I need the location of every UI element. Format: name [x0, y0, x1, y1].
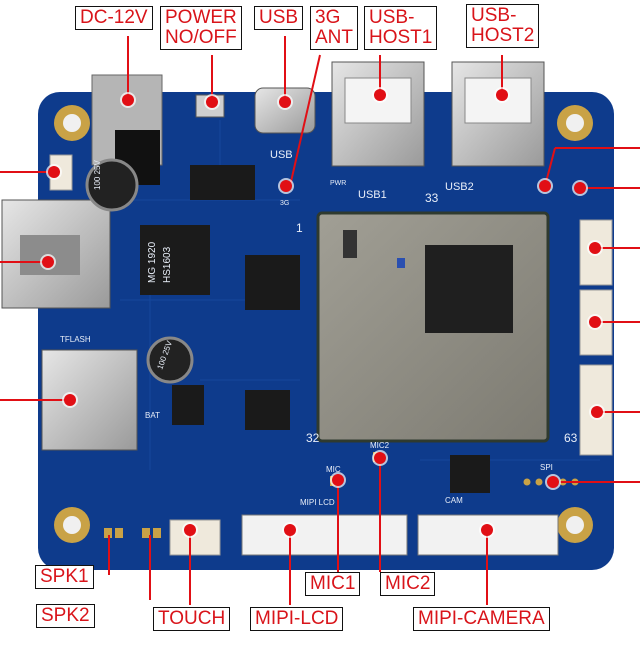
- marker-ethernet: [42, 256, 54, 268]
- label-touch: TOUCH: [153, 607, 231, 631]
- silk-pin33: 33: [425, 191, 439, 205]
- marker-right-connector-1: [589, 242, 601, 254]
- label-mic2: MIC2: [380, 572, 436, 596]
- transformer-label: HS1603: [162, 246, 173, 283]
- marker-right-connector-2: [589, 316, 601, 328]
- marker-left-connector: [48, 166, 60, 178]
- label-mipi-camera: MIPI-CAMERA: [413, 607, 550, 631]
- marker-dc-jack: [122, 94, 134, 106]
- silk-spi: SPI: [540, 463, 553, 472]
- silk-3g: 3G: [280, 200, 289, 207]
- marker-usb-host1: [374, 89, 386, 101]
- marker-right-2: [574, 182, 586, 194]
- marker-right-1: [539, 180, 551, 192]
- silk-pin63: 63: [564, 431, 578, 445]
- silk-cam: CAM: [445, 496, 463, 505]
- label-spk2: SPK2: [36, 604, 95, 628]
- mipi-lcd-connector: [241, 514, 408, 556]
- marker-mipi-lcd: [284, 524, 296, 536]
- marker-mic1: [332, 474, 344, 486]
- label-mic1: MIC1: [305, 572, 361, 596]
- label-usb-host1: USB- HOST1: [364, 6, 438, 50]
- marker-tf-card: [64, 394, 76, 406]
- silk-usb1: USB1: [358, 189, 387, 201]
- mounting-holes: [54, 105, 593, 543]
- silk-mipi-lcd: MIPI LCD: [300, 498, 335, 507]
- silk-pin32: 32: [306, 431, 320, 445]
- label-dc-12v: DC-12V: [75, 6, 153, 30]
- marker-power-switch: [206, 96, 218, 108]
- label-spk1: SPK1: [35, 565, 94, 589]
- label-mipi-lcd: MIPI-LCD: [250, 607, 344, 631]
- marker-3g-ant: [280, 180, 292, 192]
- marker-right-connector-3: [591, 406, 603, 418]
- marker-usb-c: [279, 96, 291, 108]
- label-power-on-off: POWER NO/OFF: [160, 6, 242, 50]
- right-connectors: [579, 219, 613, 456]
- marker-mic2: [374, 452, 386, 464]
- marker-usb-host2: [496, 89, 508, 101]
- silk-usb: USB: [270, 149, 293, 161]
- silk-pin1: 1: [296, 221, 303, 235]
- marker-spi: [547, 476, 559, 488]
- silk-mic: MIC: [326, 465, 341, 474]
- silk-bat: BAT: [145, 411, 160, 420]
- capacitor: [85, 158, 139, 212]
- label-3g-ant: 3G ANT: [310, 6, 358, 50]
- label-usb: USB: [254, 6, 304, 30]
- transformer: [140, 225, 210, 295]
- silk-mic2: MIC2: [370, 441, 390, 450]
- marker-touch: [184, 524, 196, 536]
- silk-pwr: PWR: [330, 180, 346, 187]
- transformer-brand: MG 1920: [147, 241, 158, 283]
- capacitor-label-1: 100 25V: [93, 160, 102, 190]
- processor-chip: [425, 245, 513, 333]
- silk-tflash: TFLASH: [60, 335, 91, 344]
- label-usb-host2: USB- HOST2: [466, 4, 540, 48]
- capacitor: [146, 336, 194, 384]
- silk-usb2: USB2: [445, 181, 474, 193]
- marker-mipi-camera: [481, 524, 493, 536]
